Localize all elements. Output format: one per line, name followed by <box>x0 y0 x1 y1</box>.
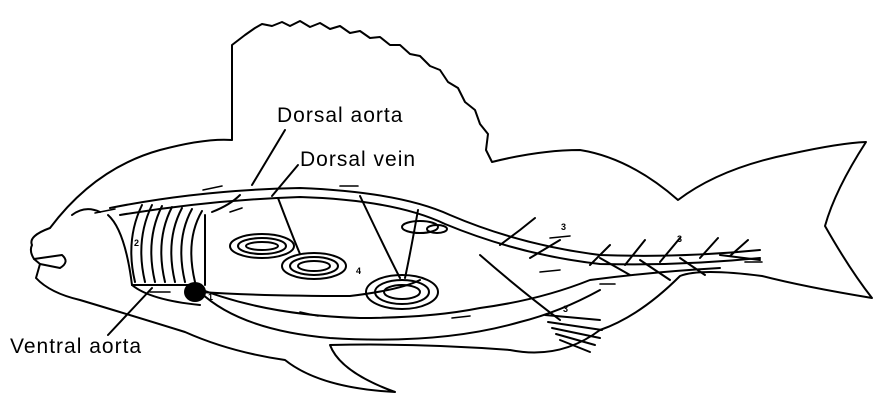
liver-coil <box>230 234 346 279</box>
marker-3a: 3 <box>561 222 566 232</box>
tail-capillaries <box>500 218 760 280</box>
gill-arches <box>131 205 202 285</box>
ventral-vein-vessel <box>200 290 600 340</box>
dorsal-aorta-label: Dorsal aorta <box>277 104 403 128</box>
dorsal-vein-label: Dorsal vein <box>300 148 416 172</box>
marker-1: 1 <box>208 292 213 302</box>
caudal-branch <box>480 255 560 320</box>
marker-3b: 3 <box>677 234 682 244</box>
dorsal-aorta-leader <box>252 130 285 185</box>
marker-4: 4 <box>356 266 361 276</box>
dorsal-vein-leader <box>272 165 298 196</box>
dorsal-vein-vessel <box>120 197 760 264</box>
ventral-aorta-label: Ventral aorta <box>10 335 142 359</box>
marker-2: 2 <box>134 238 139 248</box>
marker-3c: 3 <box>563 304 568 314</box>
ventral-aorta-leader <box>108 288 152 335</box>
heart <box>184 282 206 302</box>
hepatic-branch <box>278 198 300 254</box>
dorsal-aorta-vessel <box>110 188 760 256</box>
